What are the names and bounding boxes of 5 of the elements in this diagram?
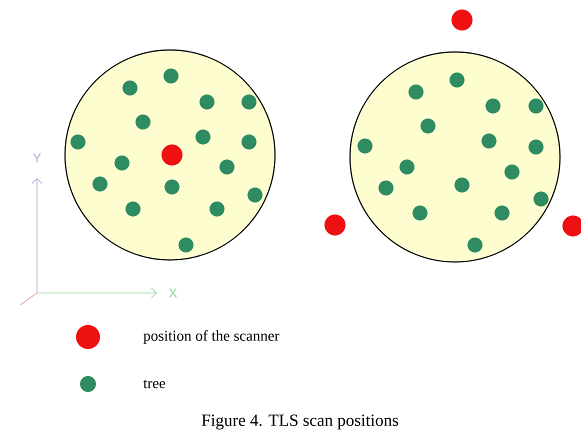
axis-label: Y: [32, 154, 42, 162]
legend-label: position of the scanner: [143, 330, 280, 344]
caption: Figure 4. TLS scan positions: [202, 414, 398, 430]
legend-label: tree: [143, 380, 166, 388]
axis-label: X: [168, 288, 178, 298]
